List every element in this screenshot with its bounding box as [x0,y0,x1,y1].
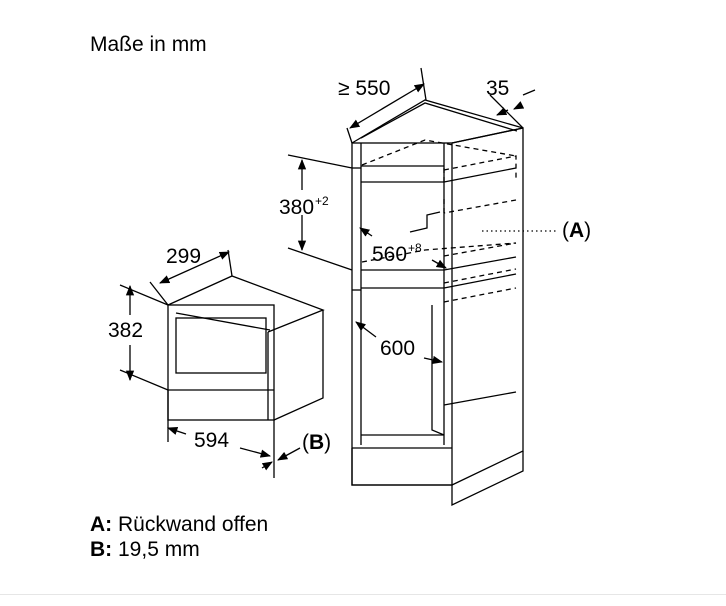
label-b-letter: B [309,431,325,454]
label-b-open: ( [302,431,309,454]
dim-cabinet-depth: ≥ 550 [338,77,391,100]
legend-item-a: A: Rückwand offen [90,512,268,537]
dim-cabinet-side: 35 [486,77,510,100]
dim-niche-width-value: 560 [372,243,408,266]
label-a-open: ( [562,219,569,242]
legend-text-b: 19,5 mm [112,538,200,561]
label-a-close: ) [584,219,592,242]
legend-key-a: A: [90,513,113,536]
diagram-title: Maße in mm [90,33,207,56]
dim-appliance-width: 594 [194,429,230,452]
legend-key-b: B: [90,538,113,561]
bottom-divider [0,594,726,595]
legend-item-b: B: 19,5 mm [90,537,268,562]
label-a-letter: A [569,219,585,242]
dimension-lines [119,67,558,478]
legend-text-a: Rückwand offen [112,513,269,536]
dim-niche-width: 560+8 [372,242,422,265]
dim-niche-height-value: 380 [279,196,315,219]
dim-appliance-depth: 299 [166,245,202,268]
legend: A: Rückwand offen B: 19,5 mm [90,512,268,562]
label-a: (A) [562,220,591,241]
label-b: (B) [302,432,331,453]
dim-niche-height-tolerance: +2 [315,194,329,208]
dim-niche-height: 380+2 [279,195,329,218]
label-b-close: ) [324,431,332,454]
appliance [167,275,325,421]
dim-niche-width-tolerance: +8 [408,241,422,255]
tall-cabinet [351,99,524,507]
dim-appliance-height: 382 [108,319,144,342]
dim-cabinet-inner: 600 [380,337,416,360]
